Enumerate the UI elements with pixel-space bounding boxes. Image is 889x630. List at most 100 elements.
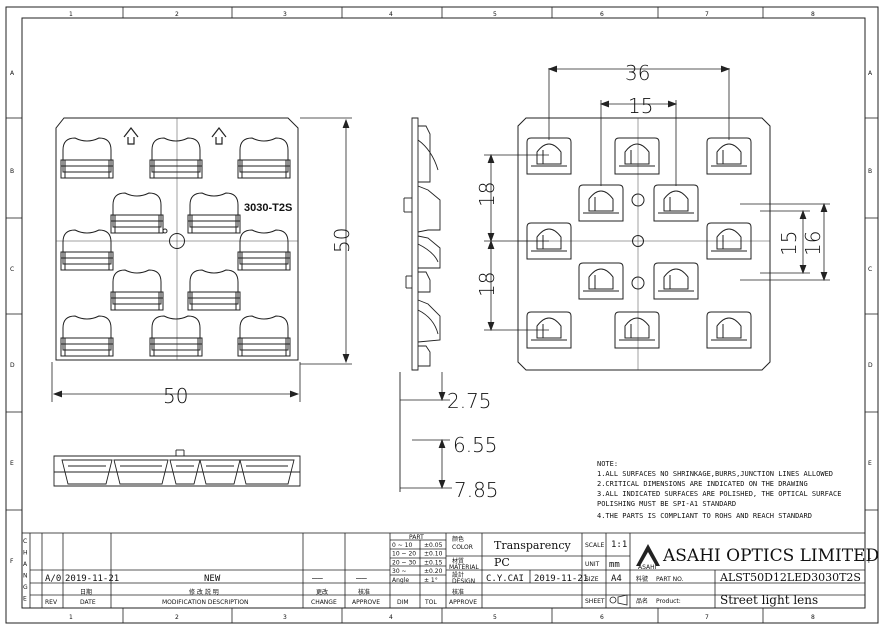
side-view xyxy=(399,117,441,492)
lens-pocket xyxy=(110,269,164,311)
size-value: A4 xyxy=(611,574,622,584)
zone-row-label: D xyxy=(868,362,873,369)
pin-hole xyxy=(162,228,168,234)
zone-row-label: B xyxy=(868,168,872,175)
tol-range: 0 ~ 10 xyxy=(392,542,412,549)
color-cn: 颜色 xyxy=(452,535,464,543)
unit-value: mm xyxy=(609,560,620,570)
tol-range: 20 ~ 30 xyxy=(392,559,416,566)
bottom-view xyxy=(53,449,301,487)
lens-pocket xyxy=(187,269,241,311)
bottom-pocket xyxy=(239,459,295,485)
color-value: Transparency xyxy=(494,539,571,552)
dim-side-3: 7.85 xyxy=(454,478,499,502)
approve-cn: 核准 xyxy=(452,588,464,596)
dim-width: 50 xyxy=(163,384,188,408)
side-dimensions xyxy=(400,372,452,490)
zone-row-label: F xyxy=(868,558,872,565)
zone-column-label: 4 xyxy=(389,11,393,18)
scale-label: SCALE xyxy=(585,542,604,549)
rev-header: REV xyxy=(45,599,58,606)
zone-column-label: 4 xyxy=(389,614,393,621)
rev-description: NEW xyxy=(204,574,221,584)
rev-value: A/0 xyxy=(45,574,61,584)
zone-row-label: A xyxy=(868,70,873,77)
company-logo-icon: ASAHI xyxy=(636,544,660,571)
tol-range: 30 ~ xyxy=(392,568,407,575)
design-label: DESIGN xyxy=(452,578,475,585)
lens-dome xyxy=(578,262,624,300)
zone-column-label: 8 xyxy=(811,614,815,621)
change-letter: N xyxy=(23,573,28,580)
desc-header: MODIFICATION DESCRIPTION xyxy=(162,599,249,606)
scale-value: 1:1 xyxy=(611,540,627,550)
bottom-pocket xyxy=(61,459,113,485)
material-cn: 材質 xyxy=(452,557,464,565)
change-letter: G xyxy=(23,584,28,591)
bottom-pocket xyxy=(199,459,241,485)
zone-ticks xyxy=(6,7,878,623)
back-dimensions xyxy=(484,65,830,332)
title-block-lines xyxy=(21,532,866,609)
zone-row-label: D xyxy=(10,362,15,369)
product-value: Street light lens xyxy=(720,593,818,607)
notes: NOTE: 1.ALL SURFACES NO SHRINKAGE,BURRS,… xyxy=(597,460,841,520)
lens-dome xyxy=(653,184,699,222)
note-line: 2.CRITICAL DIMENSIONS ARE INDICATED ON T… xyxy=(597,480,808,488)
design-date: 2019-11-21 xyxy=(534,574,588,584)
zone-row-label: F xyxy=(10,558,14,565)
lens-pocket xyxy=(110,192,164,234)
lens-dome xyxy=(578,184,624,222)
lens-pocket xyxy=(60,137,114,179)
color-label: COLOR xyxy=(452,544,473,551)
lens-pocket xyxy=(60,229,114,271)
note-line: 3.ALL INDICATED SURFACES ARE POLISHED, T… xyxy=(597,490,841,498)
lens-dome xyxy=(614,137,660,175)
zone-column-label: 1 xyxy=(69,614,73,621)
tol-value: ±0.15 xyxy=(424,559,443,566)
design-value: C.Y.CAI xyxy=(486,574,524,584)
lens-pocket xyxy=(237,315,291,357)
lens-dome xyxy=(653,262,699,300)
change-letter: C xyxy=(23,538,27,545)
approve-header: APPROVE xyxy=(352,599,380,606)
zone-row-label: A xyxy=(10,70,15,77)
zone-row-label: E xyxy=(868,460,872,467)
zone-column-label: 5 xyxy=(493,614,497,621)
date-header-cn: 日期 xyxy=(80,588,92,596)
zone-column-label: 7 xyxy=(705,614,709,621)
lens-dome xyxy=(706,311,752,349)
outer-frame xyxy=(5,6,879,624)
front-dimensions xyxy=(51,117,352,402)
back-view xyxy=(517,117,771,371)
dim-pitch-x-inner: 15 xyxy=(628,94,653,118)
material-label: MATERIAL xyxy=(449,564,479,571)
lens-pocket xyxy=(60,315,114,357)
zone-column-label: 7 xyxy=(705,11,709,18)
note-line: POLISHING MUST BE SPI-A1 STANDARD xyxy=(597,500,736,508)
change-letter: H xyxy=(23,550,28,557)
note-line: 1.ALL SURFACES NO SHRINKAGE,BURRS,JUNCTI… xyxy=(597,470,833,478)
part-no-value: ALST50D12LED3030T2S xyxy=(719,571,861,584)
lens-dome xyxy=(526,137,572,175)
rev-date: 2019-11-21 xyxy=(65,574,119,584)
front-outline xyxy=(55,117,299,361)
dim-pitch-y-1: 18 xyxy=(475,182,499,207)
lens-dome xyxy=(526,222,572,260)
date-header: DATE xyxy=(80,599,96,606)
lens-pocket xyxy=(149,315,203,357)
design-cn: 設計 xyxy=(452,571,464,579)
part-no-label: PART NO. xyxy=(656,576,684,583)
dim-side-2: 6.55 xyxy=(453,433,498,457)
svg-text:ASAHI: ASAHI xyxy=(638,564,657,571)
approve-label: APPROVE xyxy=(449,599,477,606)
tol-value: ±0.20 xyxy=(424,568,443,575)
material-value: PC xyxy=(494,556,510,569)
change-letter: A xyxy=(23,561,28,568)
dim-height: 50 xyxy=(330,228,354,253)
tol-value: ±0.05 xyxy=(424,542,443,549)
bottom-pocket xyxy=(113,459,169,485)
dim-right-15: 15 xyxy=(777,231,801,256)
product-cn: 品名 xyxy=(636,597,648,605)
zone-column-label: 6 xyxy=(600,11,604,18)
